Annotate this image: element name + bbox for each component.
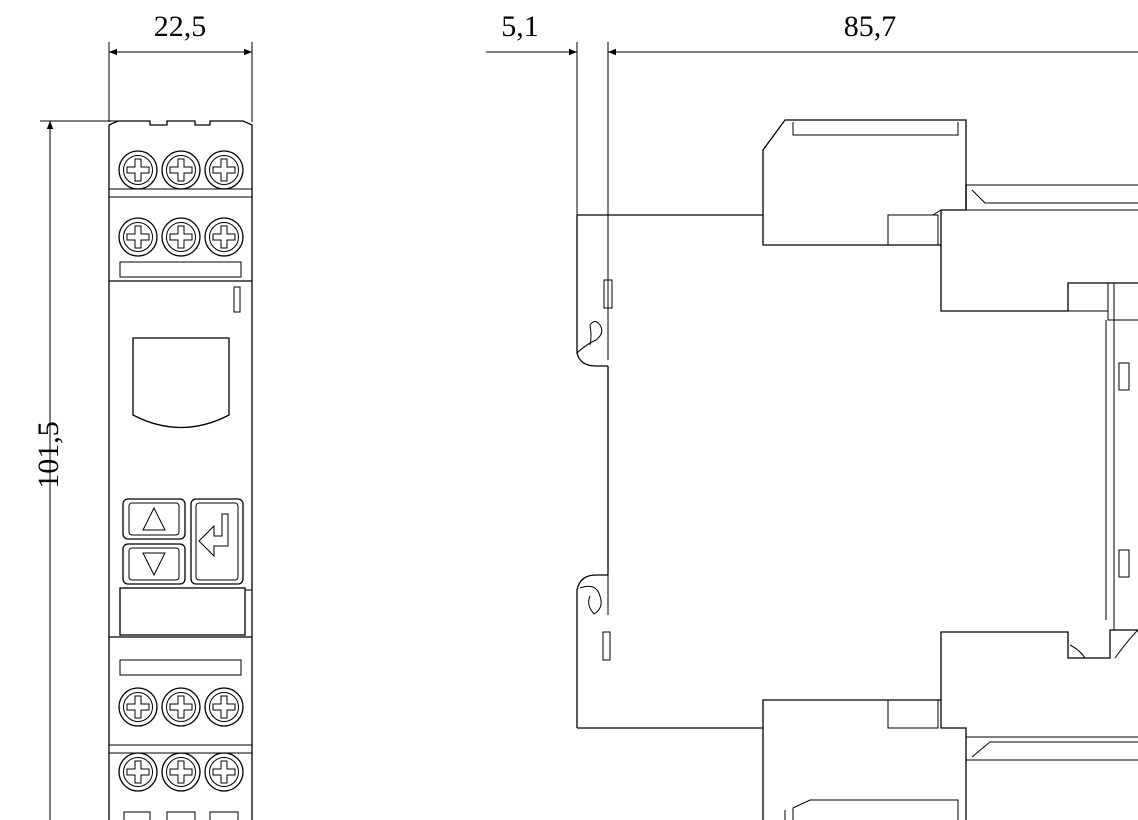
arrow-down-icon [142, 552, 166, 577]
status-led [233, 286, 241, 313]
front-width-dimension: 22,5 [108, 10, 253, 122]
terminal-screw-icon [118, 150, 158, 190]
terminal-screw-icon [204, 150, 244, 190]
depth-label: 85,7 [844, 10, 897, 43]
terminal-screw-icon [204, 217, 244, 257]
arrow-up-icon [142, 506, 166, 531]
rail-offset-dimension: 5,1 [486, 10, 577, 56]
label-plate [119, 587, 246, 636]
up-button[interactable] [122, 498, 186, 540]
down-button[interactable] [122, 543, 186, 585]
terminal-screw-icon [204, 687, 244, 727]
terminal-screw-icon [118, 752, 158, 792]
display-window [132, 337, 230, 429]
height-label: 101,5 [32, 421, 65, 489]
terminal-screw-icon [161, 150, 201, 190]
enter-icon [198, 513, 229, 558]
front-view: 22,5 101,5 [32, 10, 253, 820]
rail-offset-label: 5,1 [501, 10, 539, 43]
terminal-screw-icon [118, 687, 158, 727]
terminal-screw-icon [118, 217, 158, 257]
height-dimension: 101,5 [32, 120, 150, 820]
terminal-screw-icon [161, 217, 201, 257]
terminal-screw-icon [161, 752, 201, 792]
terminal-screw-icon [161, 687, 201, 727]
depth-dimension: 85,7 [608, 10, 1138, 56]
front-width-label: 22,5 [154, 10, 207, 43]
side-view: 5,1 85,7 [486, 10, 1138, 820]
terminal-screw-icon [204, 752, 244, 792]
enter-button[interactable] [190, 498, 244, 585]
